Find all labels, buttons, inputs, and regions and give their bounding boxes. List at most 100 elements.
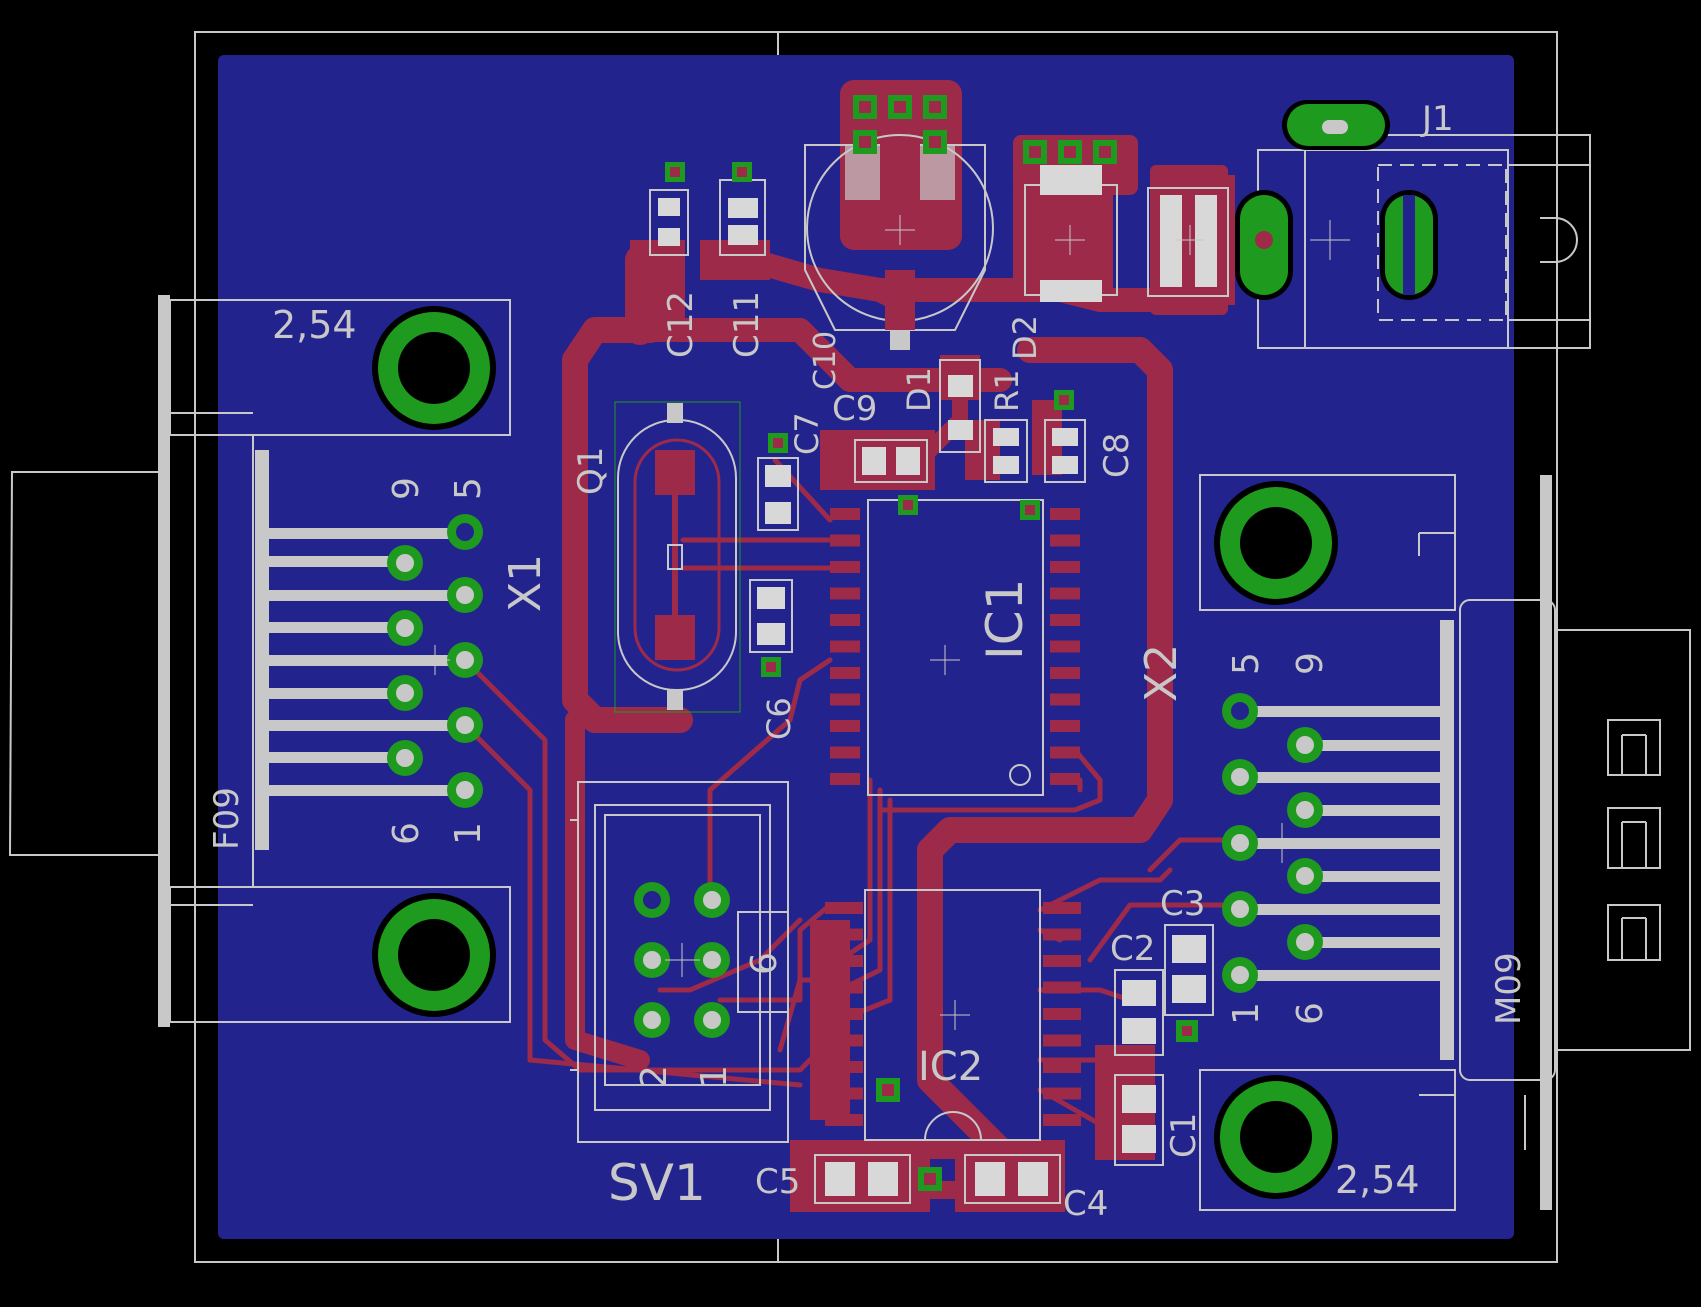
ic2-pin-pad	[1043, 1008, 1081, 1020]
ic2-right-pins	[1043, 902, 1081, 1126]
label-ic1: IC1	[976, 579, 1034, 660]
connector-x1-shell	[255, 450, 269, 850]
ic2-pin-pad	[825, 902, 863, 914]
diode-d2	[1023, 140, 1118, 302]
x2-pads	[1222, 693, 1323, 993]
sv1-pads	[634, 882, 730, 1038]
connector-x2-flange	[1540, 475, 1552, 1210]
label-x2-pin1: 1	[1226, 1002, 1267, 1025]
x1-mounting-holes	[372, 306, 496, 1017]
x1-pads	[387, 514, 483, 808]
label-pitch-left: 2,54	[272, 303, 357, 347]
connector-x1-pins	[265, 528, 465, 796]
ic1-pin-pad	[1050, 614, 1080, 626]
label-x1: X1	[500, 554, 551, 612]
label-x2-pin6: 6	[1290, 1002, 1331, 1025]
ic2-pin-pad	[825, 1087, 863, 1100]
label-sv1-pin6: 6	[744, 952, 785, 975]
ic1-pin-pad	[830, 587, 860, 600]
ic2-pin-pad	[825, 1114, 863, 1126]
ic2-pin-pad	[825, 1034, 863, 1047]
label-x1-pin5: 5	[448, 477, 489, 500]
ic1-pin-pad	[830, 693, 860, 706]
board-edge	[194, 31, 1558, 1263]
ic1-pin-pad	[830, 508, 860, 520]
label-c2: C2	[1110, 929, 1155, 969]
ic2-left-pins	[825, 902, 863, 1126]
label-ic2: IC2	[918, 1044, 983, 1090]
x2-mounting-holes	[1214, 481, 1338, 1199]
label-c6: C6	[760, 697, 798, 740]
ic1-pin-pad	[1050, 587, 1080, 600]
label-r1: R1	[988, 369, 1026, 412]
label-x1-pin6: 6	[386, 822, 427, 845]
ic2-pin-pad	[1043, 955, 1081, 967]
label-c4: C4	[1063, 1184, 1108, 1224]
ic1-pin-pad	[830, 667, 860, 679]
label-c10: C10	[808, 331, 843, 390]
ic1-pin-pad	[1050, 561, 1080, 573]
label-q1: Q1	[571, 447, 611, 495]
fuse-component	[1147, 187, 1229, 297]
ic2-pin-pad	[825, 1061, 863, 1073]
label-x2-pin9: 9	[1290, 652, 1331, 675]
ic2-pin-pad	[1043, 928, 1081, 941]
connector-x2-pins	[1240, 706, 1445, 981]
label-j1: J1	[1420, 99, 1454, 139]
ic2-pin-pad	[1043, 902, 1081, 914]
ic1-pin-pad	[1050, 508, 1080, 520]
ic1-pin-pad	[830, 746, 860, 759]
header-sv1	[570, 781, 789, 1143]
ic1-chip	[867, 499, 1044, 796]
label-c3: C3	[1160, 884, 1205, 924]
label-c5: C5	[755, 1162, 800, 1202]
label-sv1: SV1	[608, 1154, 706, 1212]
ic1-pin-pad	[1050, 773, 1080, 785]
connector-x1-flange	[158, 295, 170, 1027]
ic2-pin-pad	[825, 1008, 863, 1020]
label-c1: C1	[1164, 1113, 1204, 1158]
label-f09: F09	[207, 787, 247, 850]
smd-components	[649, 162, 1214, 1204]
label-c11: C11	[727, 291, 767, 358]
ic1-right-pins	[1050, 508, 1080, 785]
ic1-left-pins	[830, 508, 860, 785]
ic1-pin-pad	[830, 561, 860, 573]
ic1-pin-pad	[830, 720, 860, 732]
ic2-chip	[864, 889, 1041, 1141]
ic2-pin-pad	[1043, 981, 1081, 994]
ic1-pin-pad	[1050, 534, 1080, 547]
ic1-pin-pad	[830, 773, 860, 785]
ic2-pin-pad	[825, 955, 863, 967]
label-sv1-pin1: 1	[694, 1065, 735, 1088]
label-c9: C9	[832, 389, 877, 429]
label-x1-pin1: 1	[448, 822, 489, 845]
ic2-pin-pad	[1043, 1087, 1081, 1100]
label-pitch-right: 2,54	[1335, 1158, 1420, 1202]
ic2-pin-pad	[825, 981, 863, 994]
label-sv1-pin2: 2	[634, 1065, 675, 1088]
crystal-q1	[614, 401, 741, 713]
label-x2: X2	[1136, 644, 1187, 702]
ic1-pin-pad	[1050, 693, 1080, 706]
ic2-pin-pad	[1043, 1061, 1081, 1073]
ic1-pin-pad	[1050, 667, 1080, 679]
ic1-pin-pad	[830, 534, 860, 547]
label-d2: D2	[1006, 315, 1044, 360]
ic1-pin-pad	[830, 640, 860, 653]
label-c8: C8	[1097, 433, 1137, 478]
label-c7: C7	[788, 412, 826, 455]
label-x2-pin5: 5	[1226, 652, 1267, 675]
ic2-pin-pad	[825, 928, 863, 941]
label-c12: C12	[661, 291, 701, 358]
label-x1-pin9: 9	[386, 477, 427, 500]
label-d1: D1	[900, 367, 938, 412]
silkscreen-labels: 2,54 2,54 X1 X2 F09 M09 9 5 6 1 5 9 1 6 …	[207, 99, 1529, 1224]
ic1-pin-pad	[830, 614, 860, 626]
connector-x2-shell	[1440, 620, 1454, 1060]
capacitor-c10	[804, 134, 994, 350]
origin-crosshairs	[420, 215, 1302, 977]
connector-x2	[1199, 474, 1691, 1211]
ic1-pin-pad	[1050, 640, 1080, 653]
